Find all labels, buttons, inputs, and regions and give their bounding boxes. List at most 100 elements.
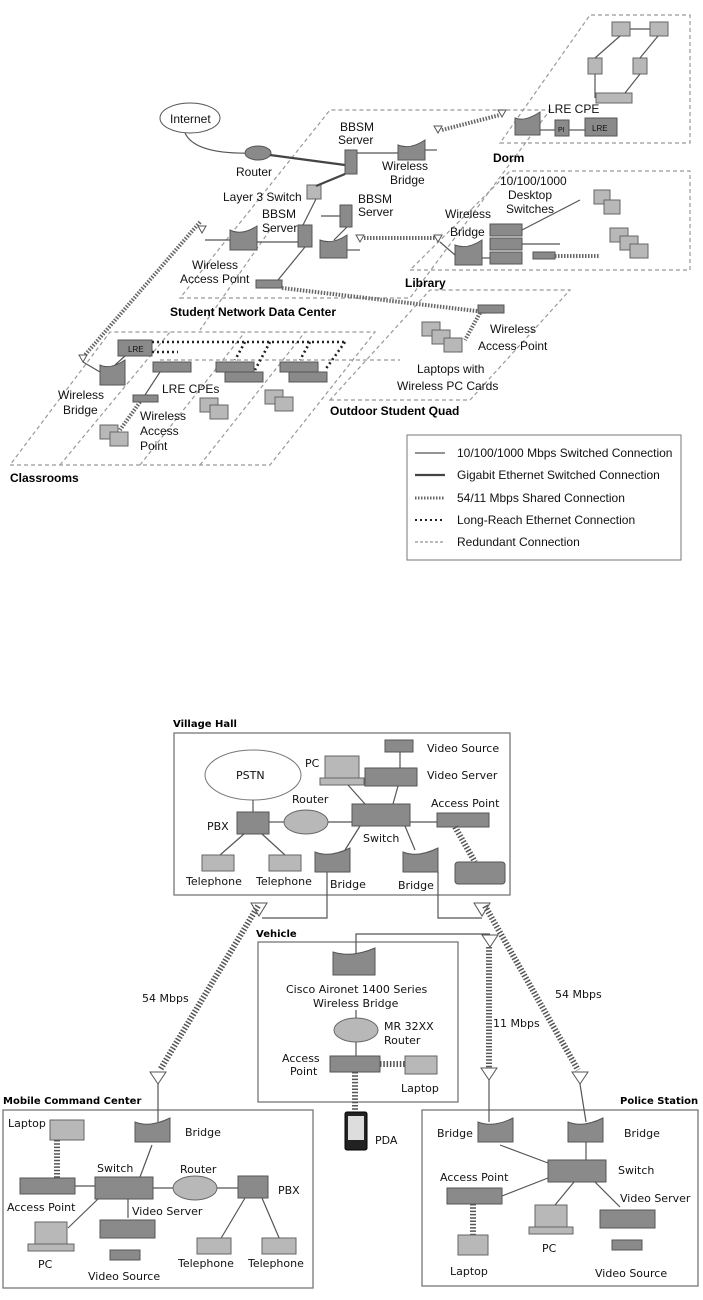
lre-cpe-icon — [215, 361, 255, 373]
laptop-icon — [209, 404, 229, 420]
laptop-label: Laptop — [401, 1082, 439, 1095]
router-icon — [172, 1175, 218, 1201]
router-label: Router — [236, 165, 272, 179]
pc-icon — [324, 755, 360, 779]
pc-label: PC — [542, 1242, 557, 1255]
link-speed-label: 54 Mbps — [142, 992, 189, 1005]
bridge-icon — [402, 847, 439, 873]
laptop-icon — [49, 1119, 85, 1141]
zone-label-mobile-command: Mobile Command Center — [3, 1096, 141, 1107]
access-point-label: Access Point — [7, 1201, 76, 1214]
zone-village-hall — [173, 732, 511, 896]
lre-cpe-icon — [152, 361, 192, 373]
switch-icon — [351, 803, 411, 827]
wireless-bridge-label: Wireless — [382, 159, 428, 173]
laptop-label: Laptop — [450, 1265, 488, 1278]
video-server-label: Video Server — [427, 769, 498, 782]
antenna-icon — [250, 902, 268, 917]
link — [333, 226, 348, 241]
lre-link — [233, 341, 247, 361]
bbsm-server-label: Server — [358, 205, 393, 219]
legend-box — [406, 434, 682, 561]
municipal-diagram: Village Hall PSTN PBX Router Switch PC V… — [2, 719, 699, 1289]
antenna-icon — [355, 234, 365, 244]
link — [262, 872, 328, 919]
phone-icon — [632, 57, 648, 75]
lre-cpes-label: LRE CPEs — [162, 382, 219, 396]
aironet-label: Wireless Bridge — [313, 997, 399, 1010]
internet-cloud: Internet — [159, 102, 221, 134]
lre-cpe-label: LRE CPE — [548, 102, 599, 116]
link — [139, 1144, 153, 1178]
pc-base-icon — [528, 1226, 574, 1235]
internet-label: Internet — [170, 112, 211, 126]
pc-label: PC — [38, 1258, 53, 1271]
desktop-switches-label: Desktop — [508, 188, 552, 202]
router-label: Router — [292, 793, 329, 806]
wireless-bridge-icon — [514, 111, 541, 136]
video-server-label: Video Server — [620, 1192, 691, 1205]
telephone-label: Telephone — [247, 1257, 304, 1270]
link — [594, 35, 621, 59]
link — [437, 872, 482, 919]
link — [302, 198, 317, 226]
link — [114, 355, 126, 366]
layer3-switch-label: Layer 3 Switch — [223, 190, 302, 204]
laptop-icon — [109, 431, 129, 447]
link — [261, 1197, 281, 1241]
class-bridge-label: Wireless — [58, 388, 104, 402]
lre-switch-icon — [117, 339, 153, 357]
link — [439, 241, 456, 256]
desktop-switch-icon — [489, 237, 523, 251]
access-point-label: Access Point — [431, 797, 500, 810]
zone-quad — [328, 289, 572, 401]
link — [355, 933, 490, 955]
video-source-label: Video Source — [427, 742, 499, 755]
wireless-link — [281, 286, 486, 314]
gigabit-link — [269, 153, 346, 167]
zone-label-classrooms: Classrooms — [10, 471, 79, 485]
redundant-link — [199, 229, 271, 331]
antenna-icon — [481, 934, 499, 948]
laptop-icon — [404, 1055, 438, 1075]
pda-label: PDA — [375, 1134, 398, 1147]
telephone-icon — [201, 854, 235, 872]
zone-police-station — [421, 1109, 699, 1287]
telephone-icon — [196, 1237, 232, 1255]
pbx-icon — [236, 811, 270, 835]
laptop-label: Laptop — [8, 1117, 46, 1130]
link — [144, 371, 161, 396]
phone-icon — [587, 57, 603, 75]
telephone-label: Telephone — [255, 875, 312, 888]
legend-label: Long-Reach Ethernet Connection — [457, 513, 635, 527]
gigabit-link — [315, 172, 346, 188]
aironet-bridge-icon — [332, 947, 376, 976]
bbsm-server-label: Server — [262, 221, 297, 235]
video-server-label: Video Server — [132, 1205, 203, 1218]
laptop-icon — [611, 21, 631, 37]
bbsm-server-label: Server — [338, 133, 373, 147]
pstn-label: PSTN — [236, 769, 265, 782]
zone-label-library: Library — [405, 276, 446, 290]
pc-icon — [534, 1204, 568, 1228]
access-point-icon — [19, 1177, 76, 1195]
link — [261, 833, 286, 856]
video-server-icon — [599, 1209, 656, 1229]
video-source-label: Video Source — [88, 1270, 160, 1283]
pi-label: PI — [558, 127, 565, 134]
zone-data-center — [178, 109, 552, 299]
pbx-label: PBX — [278, 1184, 300, 1197]
link — [392, 785, 399, 805]
pc-icon — [34, 1221, 68, 1245]
antenna-icon — [149, 1071, 167, 1085]
switch-icon — [547, 1159, 607, 1183]
legend-label: Redundant Connection — [457, 535, 580, 549]
access-point-icon — [446, 1187, 503, 1205]
access-point-icon — [477, 304, 505, 314]
wireless-link — [463, 312, 482, 341]
link — [344, 825, 361, 851]
wireless-link — [83, 220, 202, 357]
bridge-icon — [134, 1117, 171, 1143]
quad-wap-label: Wireless — [490, 322, 536, 336]
zone-label-vehicle: Vehicle — [256, 929, 297, 940]
